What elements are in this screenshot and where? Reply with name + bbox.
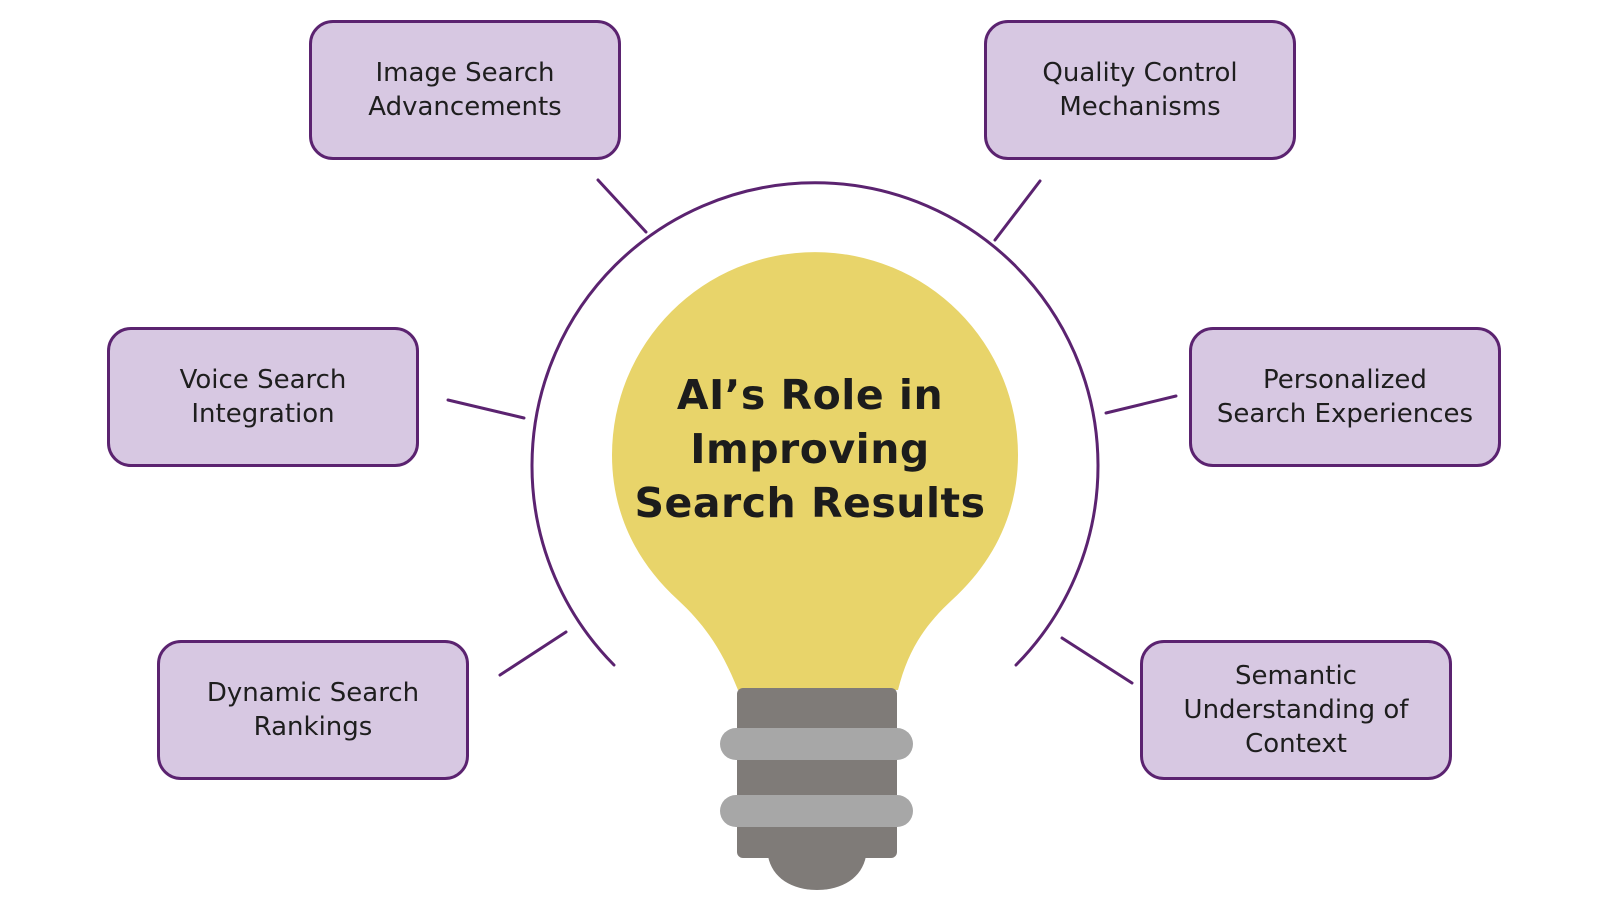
bulb-base-ring-bottom — [720, 795, 913, 827]
connector-voice-search — [446, 398, 526, 420]
node-label: Voice Search Integration — [179, 365, 347, 429]
connector-quality-control — [993, 179, 1042, 242]
node-voice-search: Voice Search Integration — [107, 327, 419, 467]
connector-personalized — [1104, 394, 1178, 415]
connector-semantic — [1060, 636, 1134, 685]
node-label: Personalized Search Experiences — [1216, 365, 1474, 429]
connector-dynamic-rankings — [498, 630, 568, 677]
bulb-base-tip — [768, 856, 866, 890]
node-quality-control: Quality Control Mechanisms — [984, 20, 1296, 160]
node-dynamic-rankings: Dynamic Search Rankings — [157, 640, 469, 780]
connector-image-search — [596, 178, 648, 234]
node-image-search: Image Search Advancements — [309, 20, 621, 160]
node-personalized: Personalized Search Experiences — [1189, 327, 1501, 467]
node-semantic: Semantic Understanding of Context — [1140, 640, 1452, 780]
node-label: Semantic Understanding of Context — [1183, 661, 1409, 759]
node-label: Quality Control Mechanisms — [1042, 58, 1238, 122]
bulb-base-ring-top — [720, 728, 913, 760]
node-label: Dynamic Search Rankings — [206, 678, 420, 742]
halo-arc — [530, 181, 1100, 667]
bulb-glass — [612, 252, 1018, 690]
bulb-base — [737, 688, 897, 858]
node-label: Image Search Advancements — [368, 58, 562, 122]
lightbulb-icon — [612, 252, 1018, 890]
center-title: AI’s Role in Improving Search Results — [634, 371, 986, 527]
